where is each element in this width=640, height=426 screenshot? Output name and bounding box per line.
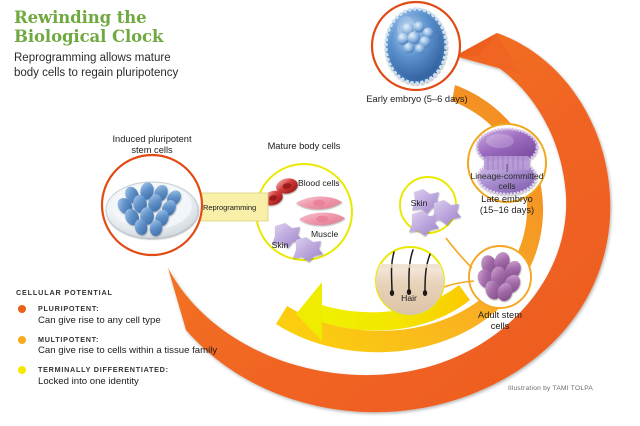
label-reprogramming: Reprogramming (203, 203, 257, 212)
label-adult-stem-cells: Adult stem cells (478, 310, 522, 331)
page-subtitle-line2: body cells to regain pluripotency (14, 66, 179, 79)
adult-stem-cells-node (468, 245, 532, 309)
late-embryo-node (467, 123, 547, 203)
legend-desc-pluripotent: Can give rise to any cell type (38, 314, 161, 326)
hair-node (375, 246, 445, 316)
legend-term-terminally-differentiated: TERMINALLY DIFFERENTIATED: (38, 365, 169, 374)
legend: CELLULAR POTENTIAL PLURIPOTENT: Can give… (16, 288, 246, 396)
title-block: Rewinding the Biological Clock Reprogram… (14, 8, 264, 80)
label-skin-mature: Skin (271, 240, 289, 250)
legend-item-terminally-differentiated: TERMINALLY DIFFERENTIATED: Locked into o… (16, 365, 246, 387)
legend-desc-terminally-differentiated: Locked into one identity (38, 375, 139, 387)
label-hair-node: Hair (401, 293, 417, 303)
page-subtitle: Reprogramming allows mature body cells t… (14, 51, 264, 80)
label-lineage-committed-cells: Lineage-committed cells (470, 171, 544, 191)
legend-term-multipotent: MULTIPOTENT: (38, 334, 100, 344)
page-title-line1: Rewinding the (14, 8, 147, 27)
page-subtitle-line1: Reprogramming allows mature (14, 52, 171, 64)
label-blood-cells: Blood cells (298, 178, 340, 188)
page-title-line2: Biological Clock (14, 27, 164, 46)
hair-follicles (390, 249, 432, 293)
legend-dot-pluripotent (18, 305, 26, 313)
multipotency-arc (276, 85, 544, 353)
differentiation-arrow (296, 282, 470, 341)
reprogramming-loop-arrow (168, 33, 611, 413)
label-muscle: Muscle (311, 229, 339, 239)
ipsc-cell-cluster (117, 182, 181, 236)
legend-dot-terminally-differentiated (18, 366, 26, 374)
skin-node (399, 176, 461, 236)
legend-item-multipotent: MULTIPOTENT: Can give rise to cells with… (16, 334, 246, 356)
legend-term-pluripotent: PLURIPOTENT: (38, 304, 100, 313)
label-skin-node: Skin (410, 198, 428, 208)
legend-desc-multipotent: Can give rise to cells within a tissue f… (38, 345, 218, 356)
adult-stem-connector (443, 237, 475, 288)
label-ipsc: Induced pluripotent stem cells (112, 134, 192, 155)
mature-body-cells-node (255, 163, 353, 262)
legend-dot-multipotent (18, 335, 26, 344)
legend-heading: CELLULAR POTENTIAL (16, 288, 113, 297)
label-mature-body-cells: Mature body cells (267, 141, 341, 151)
muscle-cells-icon (296, 196, 345, 226)
skin-cells-icon (272, 223, 323, 262)
label-early-embryo: Early embryo (5–6 days) (366, 94, 468, 104)
illustration-credit: Illustration by TAMI TOLPA (508, 385, 594, 392)
label-late-embryo: Late embryo (15–16 days) (479, 194, 535, 215)
early-embryo-node (370, 0, 462, 92)
legend-item-pluripotent: PLURIPOTENT: Can give rise to any cell t… (16, 304, 246, 326)
ipsc-node (100, 153, 204, 257)
